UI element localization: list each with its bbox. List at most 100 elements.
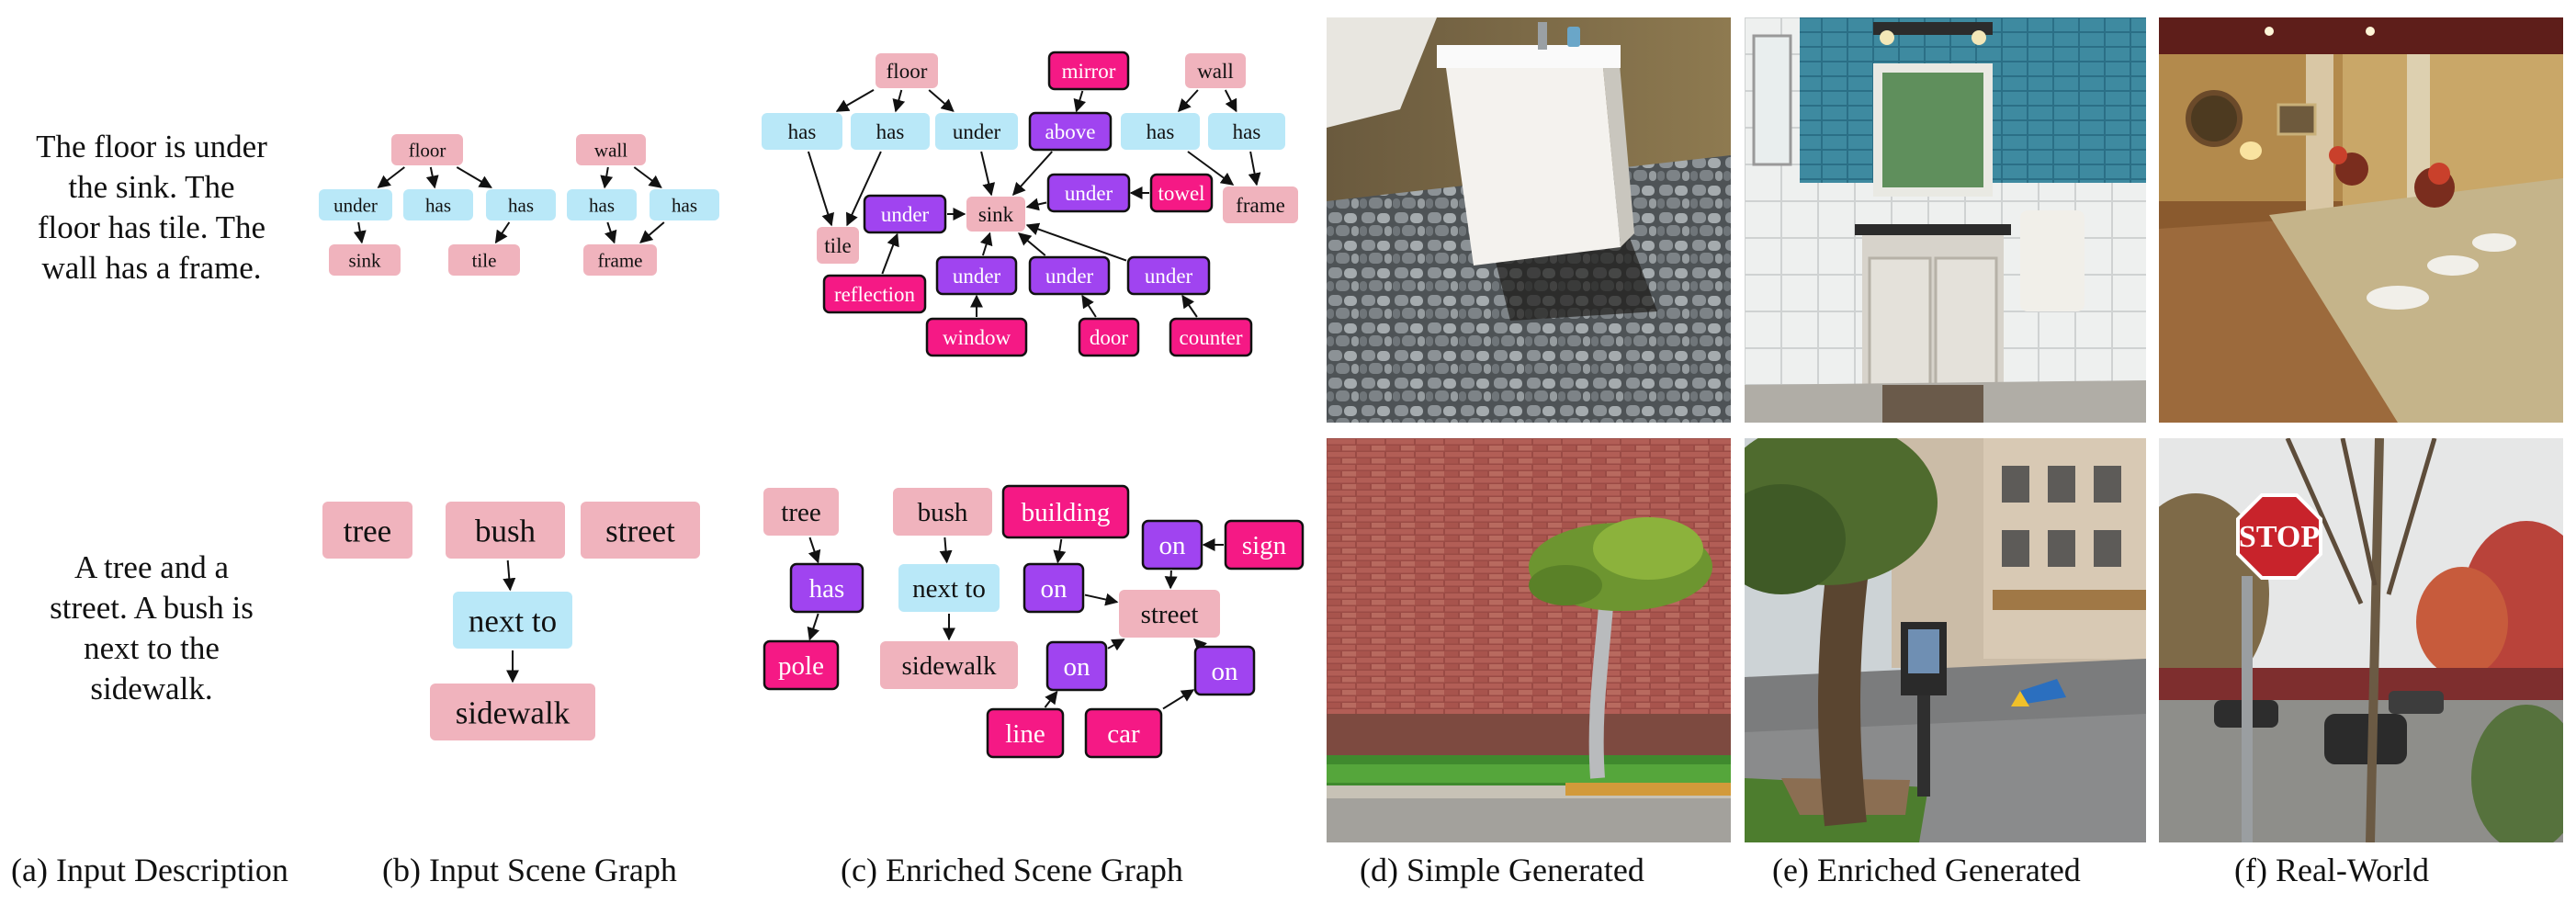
caption-real-world: (f) Real-World [2234,852,2430,888]
graph-node-under3: under [1046,173,1131,213]
graph-edge [1178,89,1199,113]
graph-node-label: on [1159,531,1187,560]
graph-node-label: mirror [1062,60,1116,83]
graph-edge [1073,90,1087,113]
graph-node-label: floor [409,139,446,161]
graph-node-on4: on [1193,645,1256,696]
graph-node-label: has [1233,120,1261,143]
graph-edge [377,166,405,188]
graph-edge [1193,638,1207,652]
stop-sign-text: STOP [2239,520,2320,554]
graph-node-tree: tree [763,488,839,536]
graph-edge [808,537,821,564]
graph-node-label: tile [472,249,497,271]
graph-node-label: under [1045,265,1094,288]
graph-edge [1164,570,1178,590]
graph-node-frame: frame [1223,186,1298,223]
graph-node-under6: under [1126,255,1211,296]
graph-edge [928,89,955,112]
graph-edge [939,537,953,564]
graph-node-has2: has [851,113,930,150]
edges [807,537,1224,710]
graph-node-has4: has [1208,113,1285,150]
graph-node-label: under [1065,182,1113,205]
graph-node-floor: floor [391,134,463,165]
graph-node-label: door [1090,326,1129,349]
graph-node-has3: has [1121,113,1200,150]
graph-edge [1044,690,1058,708]
graph-node-label: sink [348,249,381,271]
graph-edge [494,221,511,244]
graph-node-has2: has [486,189,556,220]
graph-node-sign: sign [1224,519,1305,571]
graph-node-label: car [1107,719,1140,749]
photo-enriched-generated-street [1745,438,2146,842]
graph-edge [1107,638,1125,651]
graph-node-label: tree [344,513,391,548]
graph-edge [503,559,516,592]
graph-node-bush: bush [446,502,565,559]
graph-node-building: building [1001,484,1130,539]
graph-edge [979,232,993,256]
graph-node-label: sink [978,203,1014,226]
edges [503,559,519,684]
graph-node-label: sidewalk [901,651,997,681]
graph-node-wall: wall [576,134,646,165]
graph-edge [1248,151,1261,186]
graph-node-label: next to [912,574,986,604]
description-line: A tree and a [73,549,230,585]
graph-node-label: building [1022,498,1111,527]
edges [807,88,1261,318]
graph-node-label: pole [778,651,824,681]
photo-real-world-restroom [2159,17,2563,423]
graph-node-label: frame [1236,194,1285,217]
graph-node-on1: on [1022,562,1085,614]
graph-edge [1181,294,1198,318]
graph-node-label: window [943,326,1011,349]
description-line: street. A bush is [50,590,254,626]
graph-node-tile: tile [817,227,859,264]
graph-node-car: car [1084,707,1163,759]
graph-node-label: has [672,194,697,216]
graph-node-has: has [789,562,864,614]
graph-node-label: has [508,194,534,216]
graph-node-tile: tile [448,244,520,276]
graph-node-label: bush [918,498,968,527]
graph-node-door: door [1078,317,1140,357]
graph-node-label: bush [475,513,537,548]
graph-node-street: street [581,502,700,559]
graph-node-under2: under [863,194,947,234]
graph-edge [425,166,439,189]
graph-node-sidewalk: sidewalk [880,641,1018,689]
graph-node-label: tree [781,498,820,527]
graph-edge [1018,232,1046,256]
graph-edge [1011,151,1053,197]
graph-edge [1025,222,1127,262]
graph-node-label: has [876,120,905,143]
graph-node-label: sidewalk [456,695,571,730]
graph-node-label: street [1141,600,1199,629]
graph-node-has4: has [650,189,719,220]
graph-edge [1162,689,1195,710]
graph-node-towel: towel [1149,173,1214,213]
graph-node-has1: has [762,113,842,150]
graph-node-under5: under [1028,255,1111,296]
graph-node-counter: counter [1169,317,1253,357]
graph-node-label: street [605,513,675,548]
graph-node-label: reflection [834,283,916,306]
graph-node-reflection: reflection [822,274,927,314]
graph-edge [600,166,614,189]
graph-node-label: on [1064,652,1091,682]
graph-node-under1: under [935,113,1018,150]
photo-real-world-stop-sign: STOP [2159,438,2563,842]
graph-edge [633,166,662,188]
graph-node-label: under [881,203,930,226]
graph-node-has1: has [403,189,473,220]
graph-node-frame: frame [583,244,657,276]
graph-node-floor: floor [876,53,938,88]
graph-node-pole: pole [763,639,840,691]
graph-edge [807,151,834,227]
graph-node-label: towel [1158,182,1204,205]
